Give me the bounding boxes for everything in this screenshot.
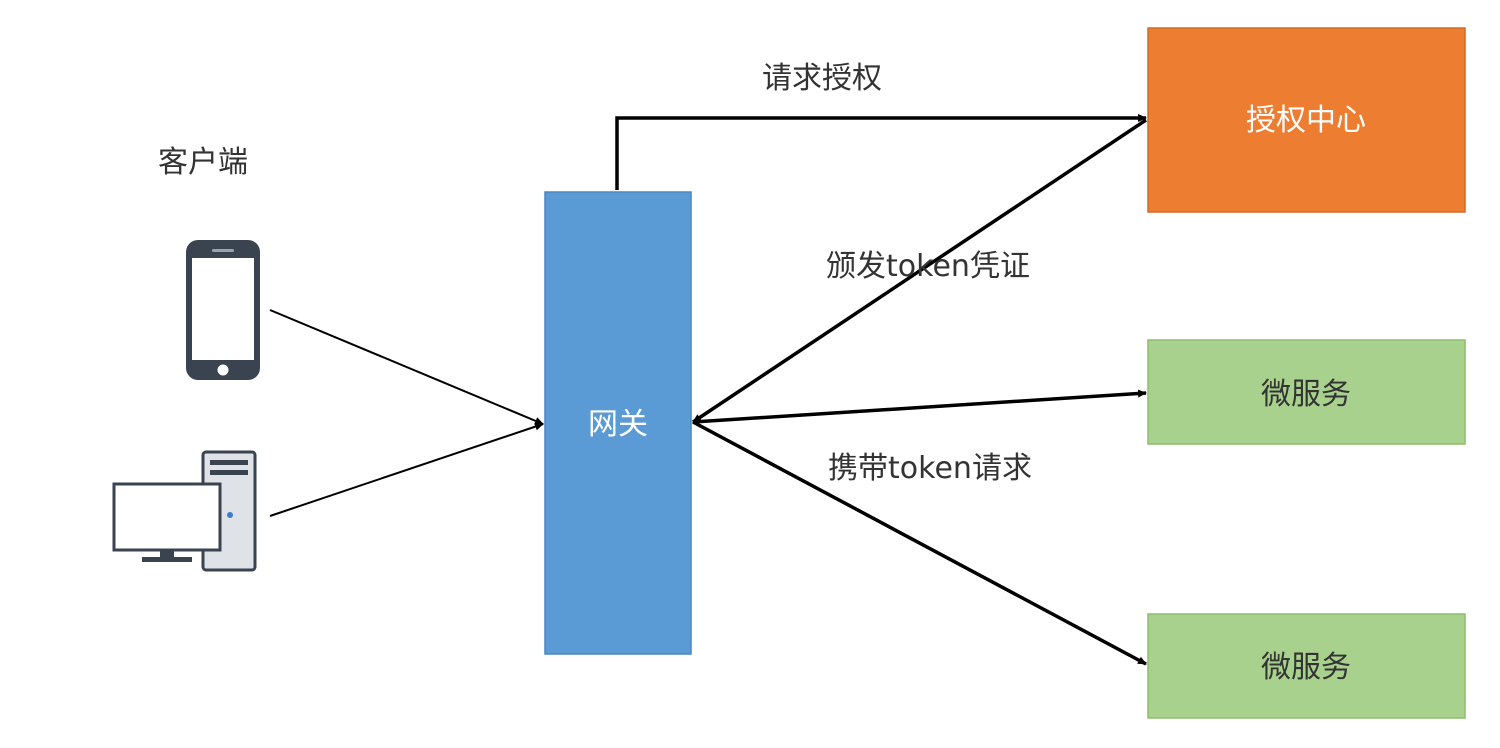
desktop-to-gateway-line xyxy=(269,422,544,517)
microservice-node-1: 微服务 xyxy=(1147,339,1466,445)
issue-token-label: 颁发token凭证 xyxy=(826,249,1030,284)
gateway-to-microservice-1-arrow xyxy=(692,389,1147,424)
phone-to-gateway-line xyxy=(269,309,544,425)
auth-center-node: 授权中心 xyxy=(1147,27,1466,213)
gateway-label: 网关 xyxy=(588,407,648,442)
microservice-2-label: 微服务 xyxy=(1261,650,1351,685)
issue-token-arrow xyxy=(692,118,1147,424)
request-auth-label: 请求授权 xyxy=(762,61,882,96)
microservice-1-label: 微服务 xyxy=(1261,377,1351,412)
auth-center-label: 授权中心 xyxy=(1246,103,1366,138)
client-label: 客户端 xyxy=(158,145,248,180)
desktop-computer-icon xyxy=(112,450,257,572)
gateway-to-microservice-2-arrow xyxy=(692,420,1147,666)
carry-token-label: 携带token请求 xyxy=(828,451,1032,486)
request-auth-arrow xyxy=(615,114,1147,190)
microservice-node-2: 微服务 xyxy=(1147,613,1466,719)
smartphone-icon xyxy=(186,240,260,380)
gateway-node: 网关 xyxy=(544,191,692,655)
